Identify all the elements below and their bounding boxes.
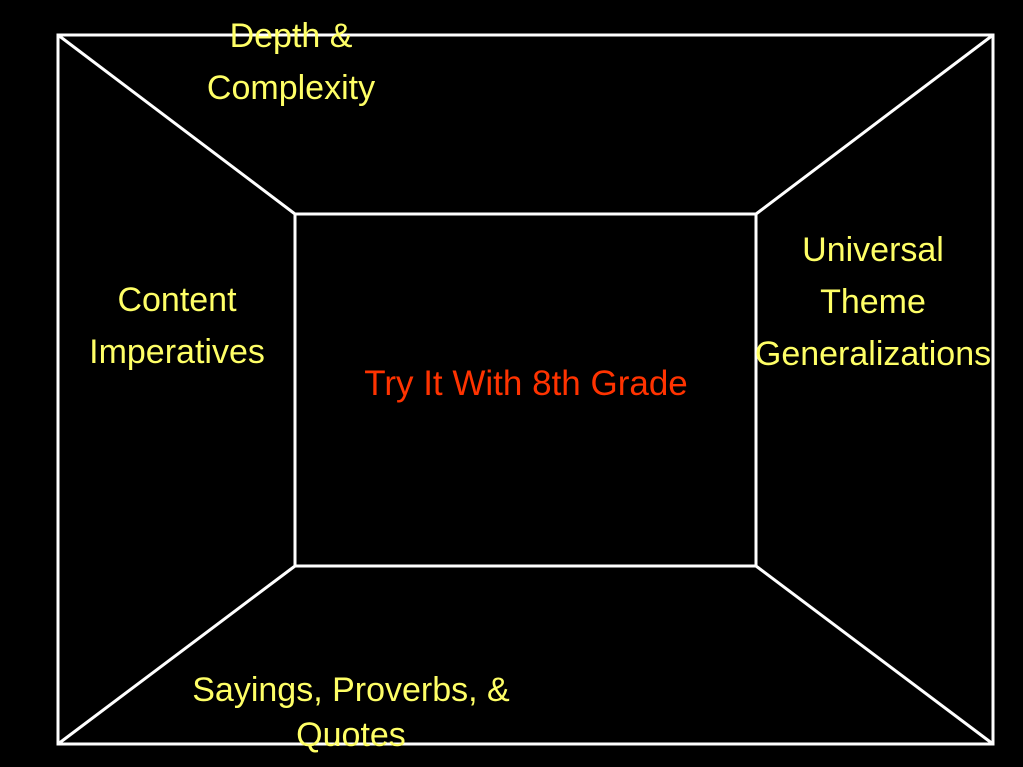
label-right-line-1: Universal — [802, 231, 944, 269]
label-left-line-2: Imperatives — [89, 333, 265, 371]
label-right-line-3: Generalizations — [754, 335, 992, 373]
diagonal-top-left — [57, 33, 296, 216]
label-top-line-1: Depth & — [229, 17, 353, 55]
diagonal-bottom-right — [755, 564, 994, 746]
label-right: Universal Theme Generalizations — [755, 224, 991, 380]
center-title: Try It With 8th Grade — [364, 364, 688, 403]
label-left-line-1: Content — [117, 281, 237, 319]
label-bottom-line-1: Sayings, Proverbs, & — [192, 671, 510, 709]
label-bottom-line-2: Quotes — [296, 716, 406, 754]
diagonal-top-right — [755, 33, 994, 216]
label-top-line-2: Complexity — [206, 69, 376, 107]
label-left: Content Imperatives — [89, 274, 265, 378]
label-top: Depth & Complexity — [207, 10, 375, 114]
inner-rectangle — [293, 212, 758, 568]
outer-rectangle — [56, 33, 995, 746]
label-bottom: Sayings, Proverbs, & Quotes — [192, 664, 509, 754]
label-right-line-2: Theme — [820, 283, 926, 321]
diagonal-bottom-left — [57, 564, 296, 746]
